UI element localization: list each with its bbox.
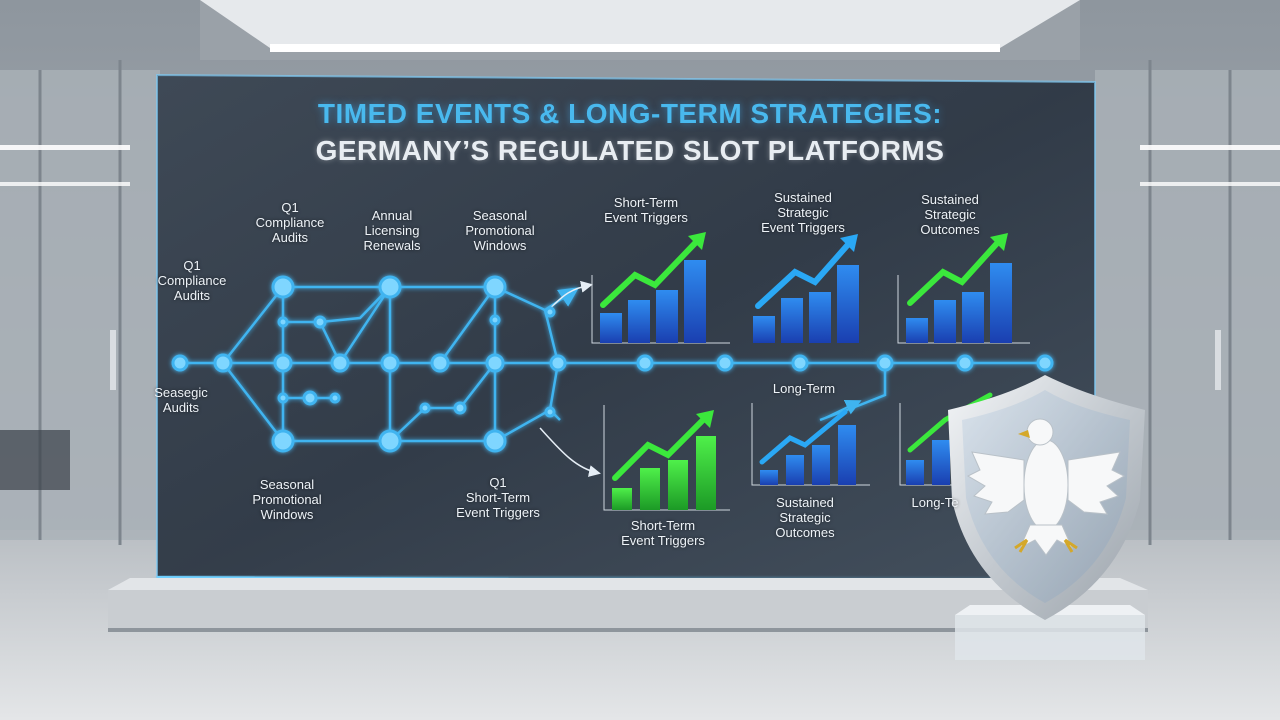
chart-short-term-top: [591, 232, 730, 344]
label-q1-short-term-event-triggers: Q1 Short-Term Event Triggers: [456, 475, 540, 520]
eagle-shield-icon: [948, 375, 1145, 660]
label-annual-licensing-renewals: Annual Licensing Renewals: [363, 208, 421, 253]
label-long-term-mid: Long-Term: [772, 381, 836, 396]
label-sustained-strategic-outcomes-top: Sustained Strategic Outcomes: [920, 192, 980, 237]
chart-sustained-outcomes-bottom: [751, 403, 870, 486]
label-q1-compliance-audits-left: Q1 Compliance Audits: [157, 258, 227, 303]
label-short-term-event-triggers-bottom: Short-Term Event Triggers: [621, 518, 705, 548]
label-seasegic-audits: Seasegic Audits: [154, 385, 208, 415]
title-line-1: TIMED EVENTS & LONG-TERM STRATEGIES:: [317, 98, 943, 129]
label-seasonal-promotional-windows-top: Seasonal Promotional Windows: [465, 208, 535, 253]
label-q1-compliance-audits-top: Q1 Compliance Audits: [255, 200, 325, 245]
label-sustained-strategic-outcomes-bottom: Sustained Strategic Outcomes: [775, 495, 835, 540]
network-nodes: [171, 275, 1054, 453]
label-sustained-strategic-event-triggers: Sustained Strategic Event Triggers: [761, 190, 845, 235]
chart-short-term-bottom: [603, 405, 730, 511]
label-seasonal-promotional-windows-bottom: Seasonal Promotional Windows: [252, 477, 322, 522]
chart-sustained-outcomes-top: [897, 233, 1030, 344]
title-line-2: GERMANY’S REGULATED SLOT PLATFORMS: [315, 135, 945, 166]
chart-sustained-event-top: [753, 234, 859, 343]
chart-long-term-bottom: [899, 392, 993, 486]
label-long-term-partial: Long-Te: [911, 495, 959, 510]
label-short-term-event-triggers-top: Short-Term Event Triggers: [604, 195, 688, 225]
